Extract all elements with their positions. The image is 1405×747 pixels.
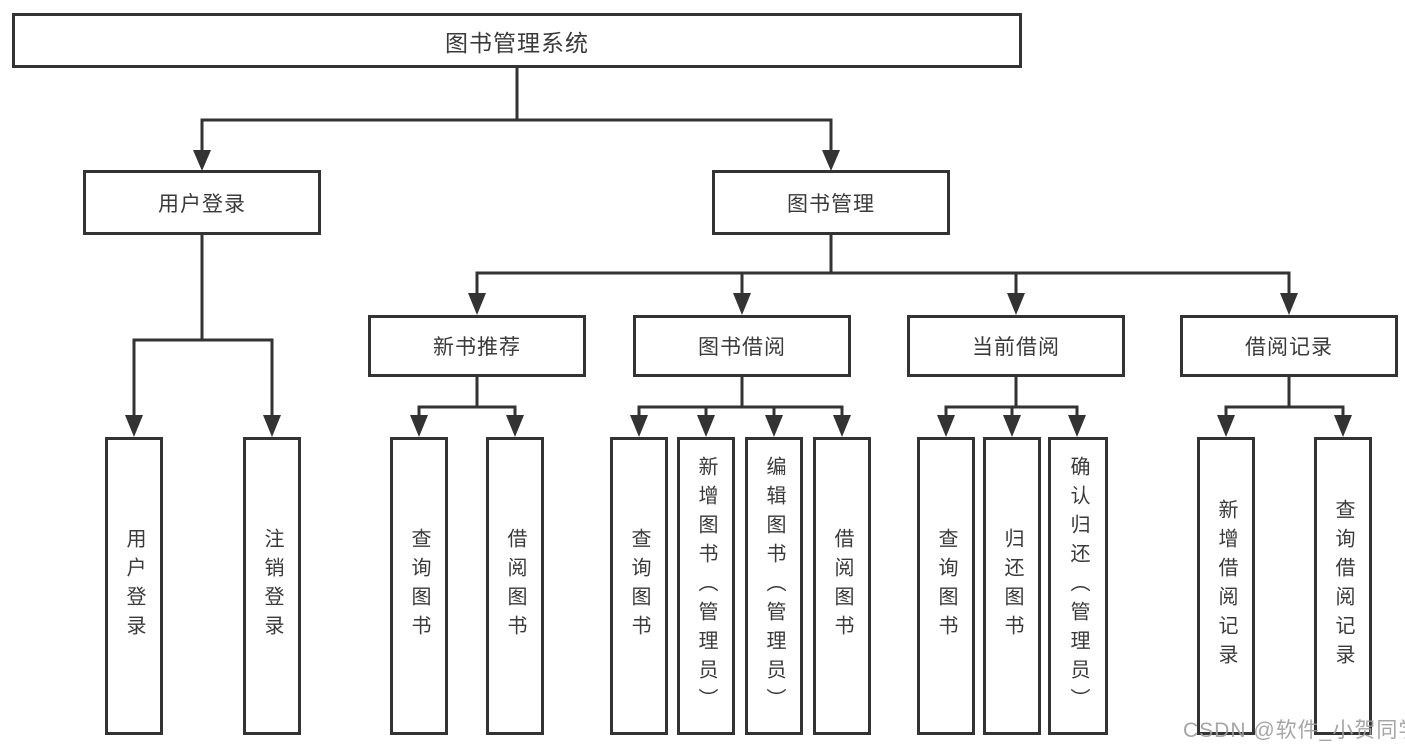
leaf-logout: 注销登录 — [243, 437, 301, 735]
leaf-user-login-label: 用户登录 — [123, 528, 145, 644]
node-borrow-records-label: 借阅记录 — [1245, 336, 1333, 359]
leaf-confirm-return-admin-label: 确认归还（管理员） — [1067, 455, 1089, 717]
node-library-system: 图书管理系统 — [12, 13, 1022, 68]
node-new-book-recommend: 新书推荐 — [368, 315, 586, 377]
leaf-confirm-return-admin: 确认归还（管理员） — [1048, 437, 1108, 735]
connector-user-login-to-leaves — [125, 235, 281, 437]
connector-current-borrowing-to-leaves — [937, 377, 1086, 437]
node-current-borrowing-label: 当前借阅 — [972, 336, 1060, 359]
node-book-management: 图书管理 — [712, 170, 950, 235]
leaf-add-book-admin-label: 新增图书（管理员） — [695, 455, 717, 717]
node-library-system-label: 图书管理系统 — [445, 29, 589, 56]
leaf-user-login: 用户登录 — [105, 437, 163, 735]
leaf-recommend-query-books-label: 查询图书 — [408, 528, 430, 644]
leaf-borrowing-borrow-books: 借阅图书 — [813, 437, 871, 735]
node-user-login-label: 用户登录 — [158, 192, 246, 216]
connector-new-book-recommend-to-leaves — [410, 377, 524, 437]
leaf-borrowing-query-books-label: 查询图书 — [628, 528, 650, 644]
connector-book-management-to-level3 — [468, 235, 1298, 315]
leaf-query-borrow-record-label: 查询借阅记录 — [1332, 499, 1354, 673]
leaf-recommend-borrow-books: 借阅图书 — [486, 437, 544, 735]
node-new-book-recommend-label: 新书推荐 — [433, 336, 521, 359]
node-book-borrowing-label: 图书借阅 — [698, 336, 786, 359]
leaf-borrowing-borrow-books-label: 借阅图书 — [831, 528, 853, 644]
leaf-edit-book-admin-label: 编辑图书（管理员） — [763, 455, 785, 717]
leaf-query-borrow-record: 查询借阅记录 — [1314, 437, 1372, 735]
leaf-add-borrow-record: 新增借阅记录 — [1197, 437, 1255, 735]
leaf-borrowing-query-books: 查询图书 — [610, 437, 668, 735]
leaf-return-books-label: 归还图书 — [1001, 528, 1023, 644]
leaf-add-book-admin: 新增图书（管理员） — [677, 437, 735, 735]
node-book-management-label: 图书管理 — [787, 192, 875, 216]
leaf-logout-label: 注销登录 — [261, 528, 283, 644]
leaf-current-query-books: 查询图书 — [917, 437, 975, 735]
leaf-return-books: 归还图书 — [983, 437, 1041, 735]
connector-borrow-records-to-leaves — [1217, 377, 1352, 437]
connector-book-borrowing-to-leaves — [630, 377, 851, 437]
node-user-login: 用户登录 — [83, 170, 321, 235]
connector-root-to-level2 — [193, 68, 840, 171]
node-book-borrowing: 图书借阅 — [633, 315, 851, 377]
node-current-borrowing: 当前借阅 — [907, 315, 1125, 377]
csdn-watermark: CSDN @软件_小贺同学 — [1183, 719, 1405, 742]
leaf-recommend-borrow-books-label: 借阅图书 — [504, 528, 526, 644]
leaf-recommend-query-books: 查询图书 — [390, 437, 448, 735]
leaf-edit-book-admin: 编辑图书（管理员） — [745, 437, 803, 735]
leaf-current-query-books-label: 查询图书 — [935, 528, 957, 644]
leaf-add-borrow-record-label: 新增借阅记录 — [1215, 499, 1237, 673]
node-borrow-records: 借阅记录 — [1180, 315, 1398, 377]
